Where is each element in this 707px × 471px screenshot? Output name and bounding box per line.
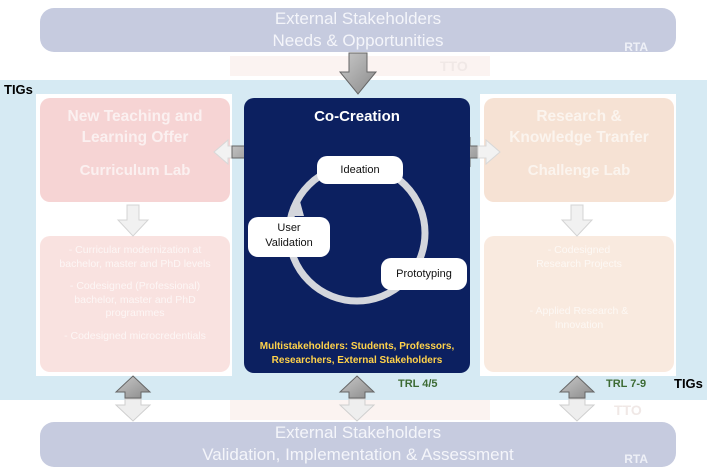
trl-right-label: TRL 7-9 (606, 378, 647, 390)
user-validation-node: User Validation (248, 217, 330, 257)
left-title-line1: New Teaching and (67, 108, 203, 125)
right-lab-label: Challenge Lab (527, 162, 631, 179)
top-stakeholders-box: External Stakeholders Needs & Opportunit… (40, 8, 676, 54)
left-items-box: - Curricular modernization at bachelor, … (40, 236, 230, 372)
left-item-2: - Codesigned (Professional) bachelor, ma… (69, 280, 201, 319)
multistakeholders-line2: Researchers, External Stakeholders (271, 354, 443, 366)
tigs-label-right: TIGs (674, 376, 703, 391)
right-down-arrow-icon (560, 204, 594, 237)
bottom-stakeholders-box: External Stakeholders Validation, Implem… (40, 422, 676, 467)
bottom-stakeholders-line1: External Stakeholders (274, 423, 442, 442)
bottom-center-double-arrow-icon (338, 375, 376, 422)
left-item-3: - Codesigned microcredentials (64, 329, 206, 342)
ideation-node: Ideation (317, 156, 403, 184)
left-down-arrow-icon (116, 204, 150, 237)
co-creation-panel: Co-Creation Ideation User Validation Pro… (244, 98, 470, 373)
tto-label-bottom: TTO (614, 402, 642, 418)
bottom-stakeholders-line2: Validation, Implementation & Assessment (202, 445, 514, 464)
bottom-right-double-arrow-icon (558, 375, 596, 422)
user-validation-line1: User (277, 222, 301, 234)
left-lab-label: Curriculum Lab (79, 162, 191, 179)
arrow-down-top-icon (338, 52, 378, 95)
trl-center-label: TRL 4/5 (398, 378, 438, 390)
right-title-line1: Research & (536, 108, 622, 125)
co-creation-title: Co-Creation (314, 108, 400, 125)
right-item-2: - Applied Research & Innovation (529, 305, 629, 331)
top-rta-tag: RTA (624, 40, 648, 54)
left-title-box: New Teaching and Learning Offer Curricul… (40, 98, 230, 202)
right-items-box: - Codesigned Research Projects - Applied… (484, 236, 674, 372)
tigs-label-left: TIGs (4, 82, 33, 97)
prototyping-node: Prototyping (381, 258, 467, 290)
right-title-box: Research & Knowledge Tranfer Challenge L… (484, 98, 674, 202)
multistakeholders-text: Multistakeholders: Students, Professors,… (244, 340, 470, 367)
tto-label-top: TTO (440, 58, 468, 74)
right-title-line2: Knowledge Tranfer (509, 129, 649, 146)
bottom-rta-tag: RTA (624, 452, 648, 466)
multistakeholders-line1: Multistakeholders: Students, Professors, (259, 341, 455, 352)
top-stakeholders-line1: External Stakeholders (274, 9, 442, 28)
right-item-1: - Codesigned Research Projects (536, 244, 622, 270)
top-stakeholders-line2: Needs & Opportunities (272, 31, 444, 50)
left-item-1: - Curricular modernization at bachelor, … (59, 244, 211, 270)
left-title-line2: Learning Offer (81, 129, 189, 146)
bottom-left-double-arrow-icon (114, 375, 152, 422)
user-validation-line2: Validation (265, 237, 313, 249)
arrow-right-pale-icon (477, 138, 501, 166)
